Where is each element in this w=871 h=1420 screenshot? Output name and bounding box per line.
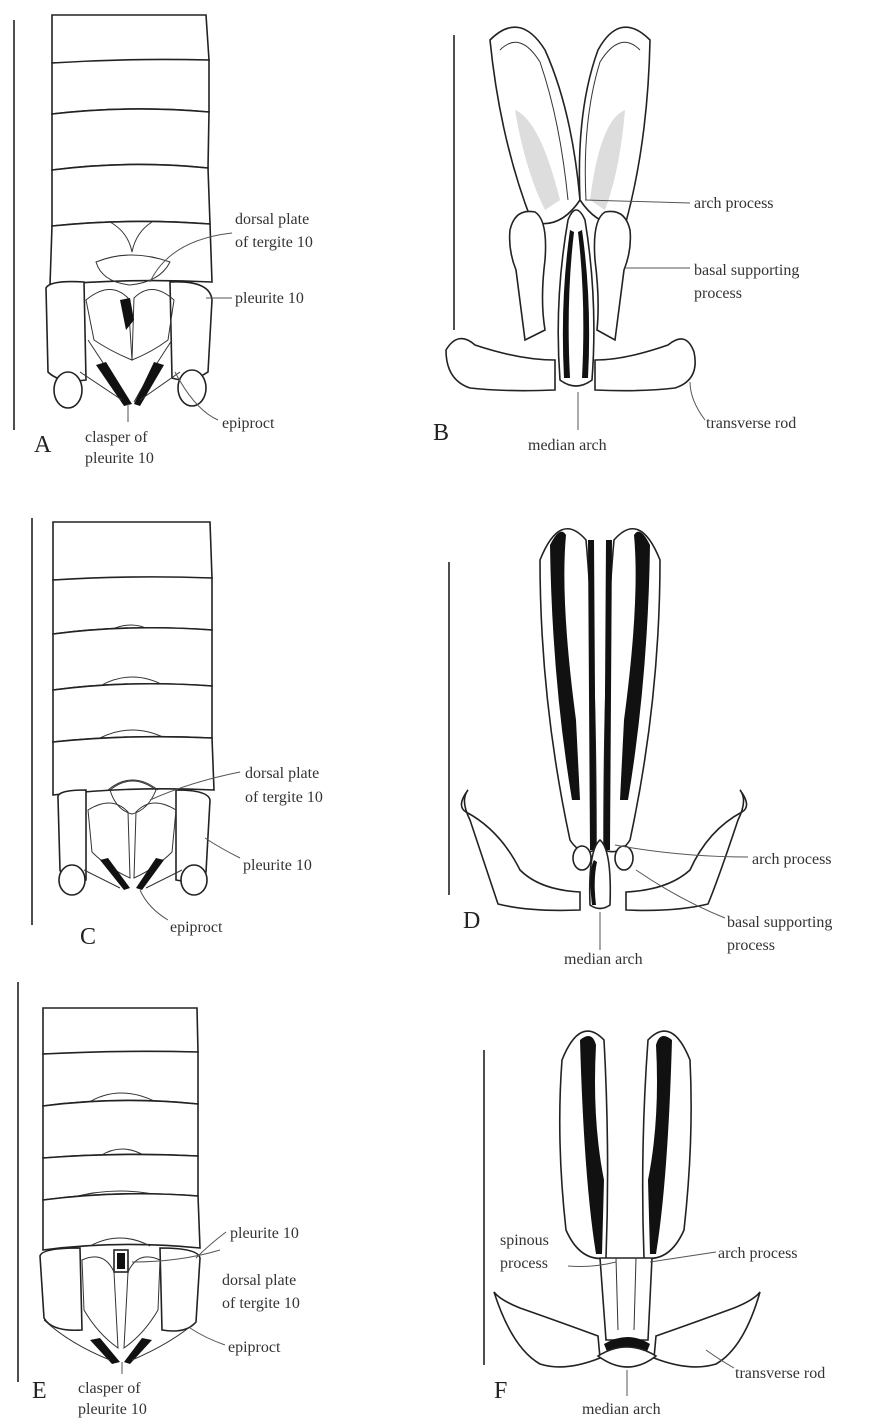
label-arch-process-f: arch process	[718, 1245, 798, 1262]
label-basal-supporting-b-1: basal supporting	[694, 262, 799, 279]
label-arch-process-b: arch process	[694, 195, 774, 212]
label-spinous-process-f-1: spinous	[500, 1232, 549, 1249]
label-clasper-a-1: clasper of	[85, 429, 148, 446]
label-dorsal-plate-c-1: dorsal plate	[245, 765, 319, 782]
panel-d: D arch process basal supporting process …	[449, 529, 832, 968]
panel-c: C dorsal plate of tergite 10 pleurite 10…	[32, 518, 323, 950]
panel-letter-b: B	[433, 420, 449, 446]
panel-letter-c: C	[80, 924, 96, 950]
label-dorsal-plate-a-2: of tergite 10	[235, 234, 313, 251]
label-pleurite-a: pleurite 10	[235, 290, 304, 307]
label-transverse-rod-b: transverse rod	[706, 415, 796, 432]
genitalia-drawing-d	[461, 529, 746, 911]
label-dorsal-plate-e-1: dorsal plate	[222, 1272, 296, 1289]
label-clasper-a-2: pleurite 10	[85, 450, 154, 467]
label-dorsal-plate-e-2: of tergite 10	[222, 1295, 300, 1312]
label-arch-process-d: arch process	[752, 851, 832, 868]
panel-a: A dorsal plate of tergite 10 pleurite 10…	[14, 15, 313, 467]
label-median-arch-d: median arch	[564, 951, 643, 968]
genitalia-drawing-b	[446, 27, 695, 391]
panel-f: F spinous process arch process transvers…	[484, 1031, 825, 1418]
label-median-arch-f: median arch	[582, 1401, 661, 1418]
label-pleurite-c: pleurite 10	[243, 857, 312, 874]
panel-e: E pleurite 10 dorsal plate of tergite 10…	[18, 982, 300, 1418]
label-clasper-e-2: pleurite 10	[78, 1401, 147, 1418]
panel-letter-d: D	[463, 908, 480, 934]
label-basal-supporting-d-1: basal supporting	[727, 914, 832, 931]
genitalia-drawing-f	[494, 1031, 760, 1367]
abdomen-drawing-c	[53, 522, 214, 895]
label-epiproct-a: epiproct	[222, 415, 275, 432]
panel-letter-a: A	[34, 432, 52, 458]
label-clasper-e-1: clasper of	[78, 1380, 141, 1397]
label-median-arch-b: median arch	[528, 437, 607, 454]
abdomen-drawing-e	[40, 1008, 200, 1364]
label-spinous-process-f-2: process	[500, 1255, 548, 1272]
label-epiproct-c: epiproct	[170, 919, 223, 936]
panel-letter-f: F	[494, 1378, 507, 1404]
label-basal-supporting-d-2: process	[727, 937, 775, 954]
label-dorsal-plate-c-2: of tergite 10	[245, 789, 323, 806]
label-transverse-rod-f: transverse rod	[735, 1365, 825, 1382]
abdomen-drawing-a	[46, 15, 212, 408]
panel-letter-e: E	[32, 1378, 47, 1404]
label-basal-supporting-b-2: process	[694, 285, 742, 302]
label-pleurite-e: pleurite 10	[230, 1225, 299, 1242]
panel-b: B arch process basal supporting process …	[433, 27, 799, 454]
label-dorsal-plate-a-1: dorsal plate	[235, 211, 309, 228]
label-epiproct-e: epiproct	[228, 1339, 281, 1356]
